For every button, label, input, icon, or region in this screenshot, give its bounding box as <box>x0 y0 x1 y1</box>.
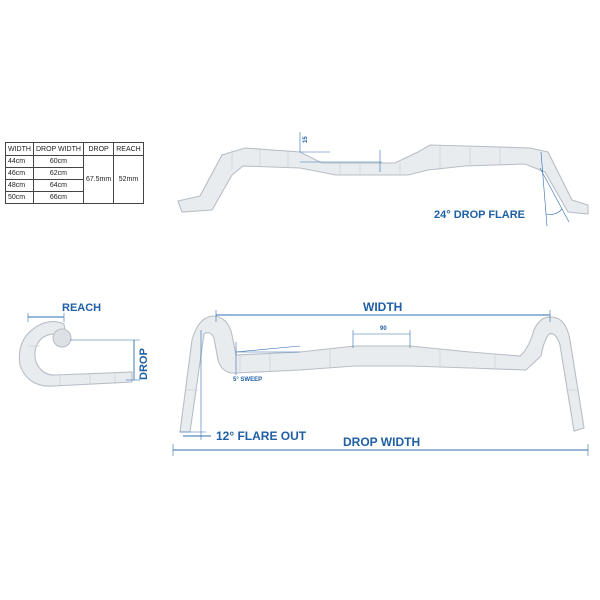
cell-drop-width: 66cm <box>32 191 84 204</box>
ninety-label: 90 <box>380 326 387 332</box>
drop-flare-label: 24° DROP FLARE <box>434 209 525 221</box>
rise-label: 15 <box>303 136 309 143</box>
sweep-label: 5° SWEEP <box>233 377 262 383</box>
cell-drop: 67.5mm <box>82 155 115 204</box>
size-spec-table: WIDTH DROP WIDTH DROP REACH 44cm 60cm 67… <box>5 142 144 204</box>
flare-out-dimension: 12° FLARE OUT <box>180 330 307 443</box>
drop-width-dimension: DROP WIDTH <box>172 435 589 456</box>
side-view-handlebar <box>18 321 133 387</box>
reach-dimension: REACH <box>27 302 101 322</box>
top-view-handlebar <box>177 144 589 215</box>
table-row: 50cm 66cm <box>5 191 144 204</box>
front-view-handlebar <box>179 315 585 433</box>
drop-flare-dimension: 24° DROP FLARE <box>434 151 570 227</box>
table-header-row: WIDTH DROP WIDTH DROP REACH <box>5 142 144 156</box>
drop-label: DROP <box>138 348 150 380</box>
width-label: WIDTH <box>363 300 402 314</box>
reach-label: REACH <box>62 302 101 314</box>
drop-width-label: DROP WIDTH <box>343 435 420 449</box>
flare-out-label: 12° FLARE OUT <box>216 429 307 443</box>
cell-reach: 52mm <box>113 155 144 204</box>
width-dimension: WIDTH <box>215 300 551 322</box>
table-row: 48cm 64cm <box>5 179 144 192</box>
sweep-dimension: 5° SWEEP <box>233 342 301 383</box>
rise-dimension: 15 <box>299 132 382 172</box>
drop-dimension: DROP <box>70 339 150 381</box>
ninety-dimension: 90 <box>352 326 411 348</box>
